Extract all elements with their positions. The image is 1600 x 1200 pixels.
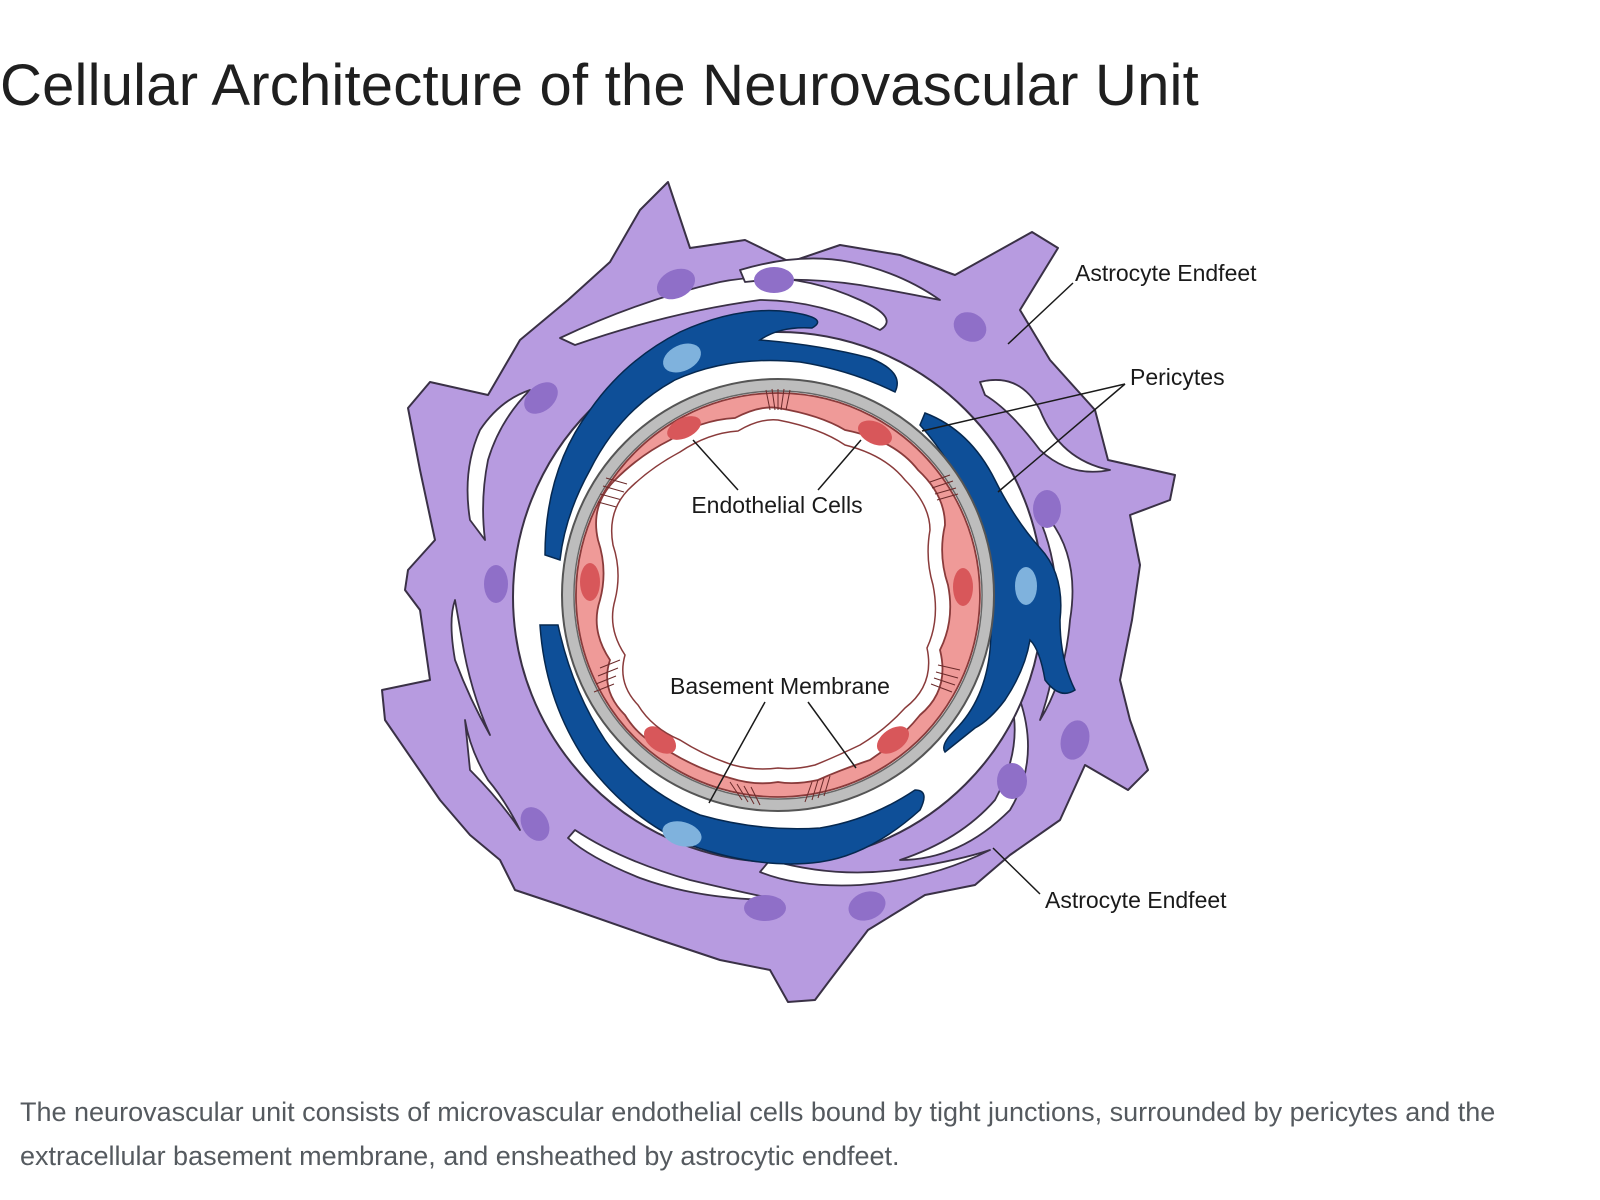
page-title: Cellular Architecture of the Neurovascul…	[0, 53, 1199, 118]
pericyte-nucleus	[663, 343, 701, 373]
endfoot-outline	[466, 389, 531, 541]
endfoot-outline	[979, 379, 1111, 473]
endfoot-outline	[739, 257, 941, 301]
astrocyte-nucleus	[953, 312, 987, 342]
astrocyte-nucleus	[484, 565, 508, 603]
endfoot-outline	[450, 599, 491, 736]
leader-lines	[692, 282, 1126, 895]
leader-basement-2	[807, 701, 857, 769]
astrocyte-nucleus	[754, 267, 794, 293]
leader-astrocyte-top	[1007, 282, 1074, 345]
vessel-lumen	[610, 418, 937, 770]
pericyte-cell	[539, 624, 925, 865]
astrocyte-nucleus	[744, 895, 786, 921]
astrocyte-nucleus	[1060, 720, 1090, 760]
endothelial-nucleus	[876, 726, 910, 754]
leader-astrocyte-bottom	[992, 847, 1041, 895]
astrocyte-nucleus	[848, 891, 886, 921]
leader-endothelial-2	[817, 439, 862, 491]
tight-junctions	[593, 388, 961, 806]
astrocyte-nucleus	[997, 763, 1027, 799]
label-astrocyte-endfeet-bottom: Astrocyte Endfeet	[1045, 887, 1227, 913]
endothelial-nucleus	[858, 420, 892, 446]
endfoot-outline	[759, 849, 991, 887]
diagram-svg: Astrocyte Endfeet Pericytes Endothelial …	[381, 181, 1257, 1003]
pericyte-nucleus	[1015, 567, 1037, 605]
leader-pericyte-2	[997, 383, 1126, 493]
pericyte-layer	[539, 309, 1076, 865]
astrocyte-nucleus	[524, 382, 558, 414]
leader-pericyte-1	[921, 383, 1126, 432]
label-endothelial-cells: Endothelial Cells	[691, 492, 862, 518]
astrocyte-nucleus	[656, 268, 696, 300]
astrocyte-nucleus	[520, 807, 550, 841]
astrocyte-nucleus	[1033, 490, 1061, 528]
label-basement-membrane: Basement Membrane	[670, 673, 890, 699]
endothelial-nucleus	[953, 568, 973, 606]
endfoot-outline	[464, 719, 521, 831]
endothelial-nucleus	[667, 416, 701, 440]
pericyte-cell	[544, 309, 898, 562]
label-astrocyte-endfeet-top: Astrocyte Endfeet	[1075, 260, 1257, 286]
endothelial-layer	[575, 392, 981, 798]
leader-basement-1	[708, 701, 766, 804]
endothelial-nucleus	[580, 563, 600, 601]
label-pericytes: Pericytes	[1130, 364, 1225, 390]
figure-caption: The neurovascular unit consists of micro…	[20, 1097, 1496, 1171]
leader-endothelial-1	[692, 439, 739, 491]
pericyte-nucleus	[662, 821, 702, 847]
neurovascular-diagram: Astrocyte Endfeet Pericytes Endothelial …	[0, 160, 1600, 1060]
